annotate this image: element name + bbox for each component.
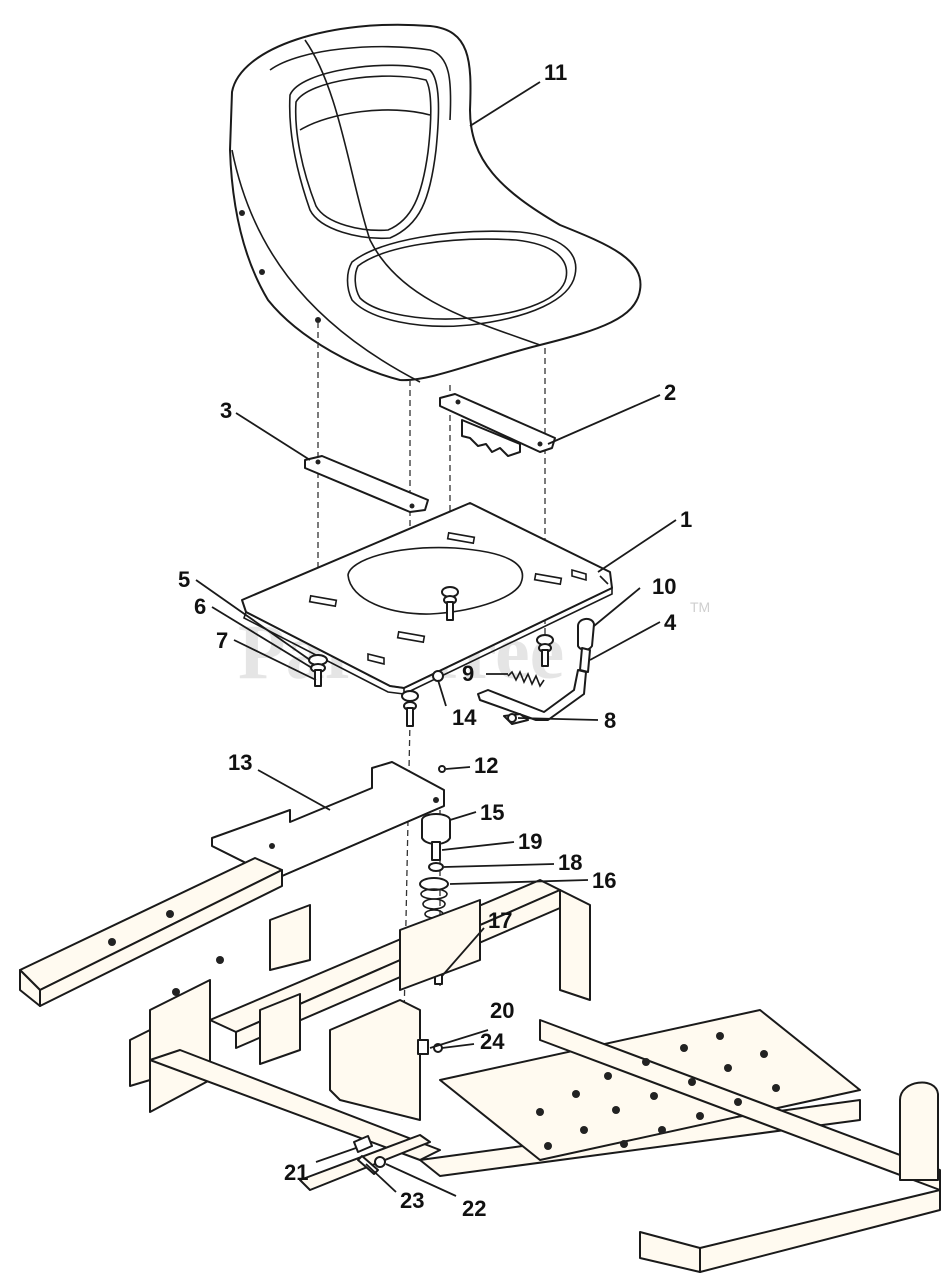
clip-8[interactable] (507, 713, 517, 723)
bumper-15[interactable] (421, 813, 451, 845)
nut-14[interactable] (432, 670, 444, 682)
callout-8[interactable]: 8 (604, 708, 616, 733)
callout-21[interactable]: 21 (284, 1160, 308, 1185)
callout-14[interactable]: 14 (452, 705, 477, 730)
washer-22[interactable] (374, 1156, 386, 1168)
callout-10[interactable]: 10 (652, 574, 676, 599)
callout-9[interactable]: 9 (462, 661, 474, 686)
callout-22[interactable]: 22 (462, 1196, 486, 1221)
callout-13[interactable]: 13 (228, 750, 252, 775)
callout-5[interactable]: 5 (178, 567, 190, 592)
nut-12[interactable] (438, 765, 446, 773)
bolt-washer-left[interactable] (308, 654, 328, 687)
seat-bracket-left[interactable] (304, 455, 429, 513)
bolt-19[interactable] (431, 841, 441, 861)
callout-3[interactable]: 3 (220, 398, 232, 423)
bolt-20[interactable] (417, 1039, 429, 1055)
callout-16[interactable]: 16 (592, 868, 616, 893)
callout-20[interactable]: 20 (490, 998, 514, 1023)
bolt-washer-right[interactable] (536, 634, 554, 667)
callout-7[interactable]: 7 (216, 628, 228, 653)
seat-pan[interactable] (241, 502, 613, 695)
callout-15[interactable]: 15 (480, 800, 504, 825)
handle-grip-10[interactable] (577, 618, 595, 651)
callout-6[interactable]: 6 (194, 594, 206, 619)
bolt-washer-center[interactable] (441, 586, 459, 621)
callout-24[interactable]: 24 (480, 1029, 505, 1054)
callout-18[interactable]: 18 (558, 850, 582, 875)
callouts: 11 2 3 1 10 4 5 6 7 9 8 14 13 12 15 19 1… (178, 60, 692, 1221)
leader-lines (195, 81, 677, 1197)
bolt-21[interactable] (353, 1135, 373, 1153)
callout-1[interactable]: 1 (680, 507, 692, 532)
watermark-trademark: TM (690, 599, 710, 615)
callout-23[interactable]: 23 (400, 1188, 424, 1213)
callout-19[interactable]: 19 (518, 829, 542, 854)
lever-4[interactable] (579, 647, 591, 673)
seat-mount-plate[interactable] (211, 761, 445, 877)
seat-bracket-right[interactable] (439, 393, 556, 457)
callout-12[interactable]: 12 (474, 753, 498, 778)
callout-17[interactable]: 17 (488, 908, 512, 933)
callout-11[interactable]: 11 (544, 60, 567, 85)
spring-9[interactable] (507, 670, 545, 688)
callout-2[interactable]: 2 (664, 380, 676, 405)
callout-4[interactable]: 4 (664, 610, 677, 635)
washer-18[interactable] (428, 862, 444, 872)
mower-frame[interactable] (19, 857, 941, 1273)
seat[interactable] (229, 23, 642, 383)
bolt-washer-front[interactable] (401, 690, 419, 727)
